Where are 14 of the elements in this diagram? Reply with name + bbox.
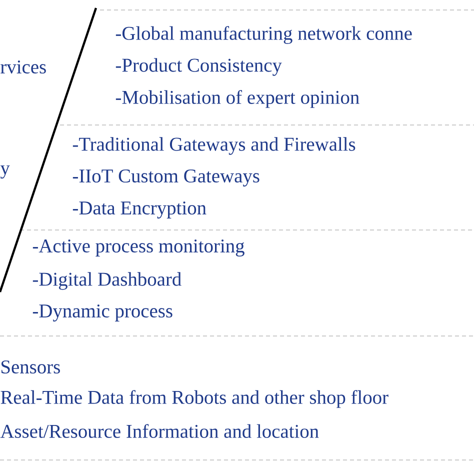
list-text: -Dynamic process (32, 304, 172, 322)
list-text: Real-Time Data from Robots and other shop floor (0, 390, 388, 408)
list-text: -Traditional Gateways and Firewalls (72, 137, 356, 155)
list-text: rvices (0, 60, 46, 74)
list-text: -Digital Dashboard (32, 272, 182, 290)
list-text: -Product Consistency (116, 58, 282, 76)
list-text: Sensors (2, 360, 60, 374)
list-text: -IIoT Custom Gateways (72, 169, 260, 187)
list-text: y (0, 165, 10, 179)
list-text: -Mobilisation of expert opinion (116, 90, 360, 108)
list-text: Asset/Resource Information and location (0, 424, 319, 438)
list-text: -Active process monitoring (32, 239, 244, 257)
list-text: -Global manufacturing network conne (116, 26, 412, 44)
list-text: -Data Encryption (72, 201, 206, 219)
